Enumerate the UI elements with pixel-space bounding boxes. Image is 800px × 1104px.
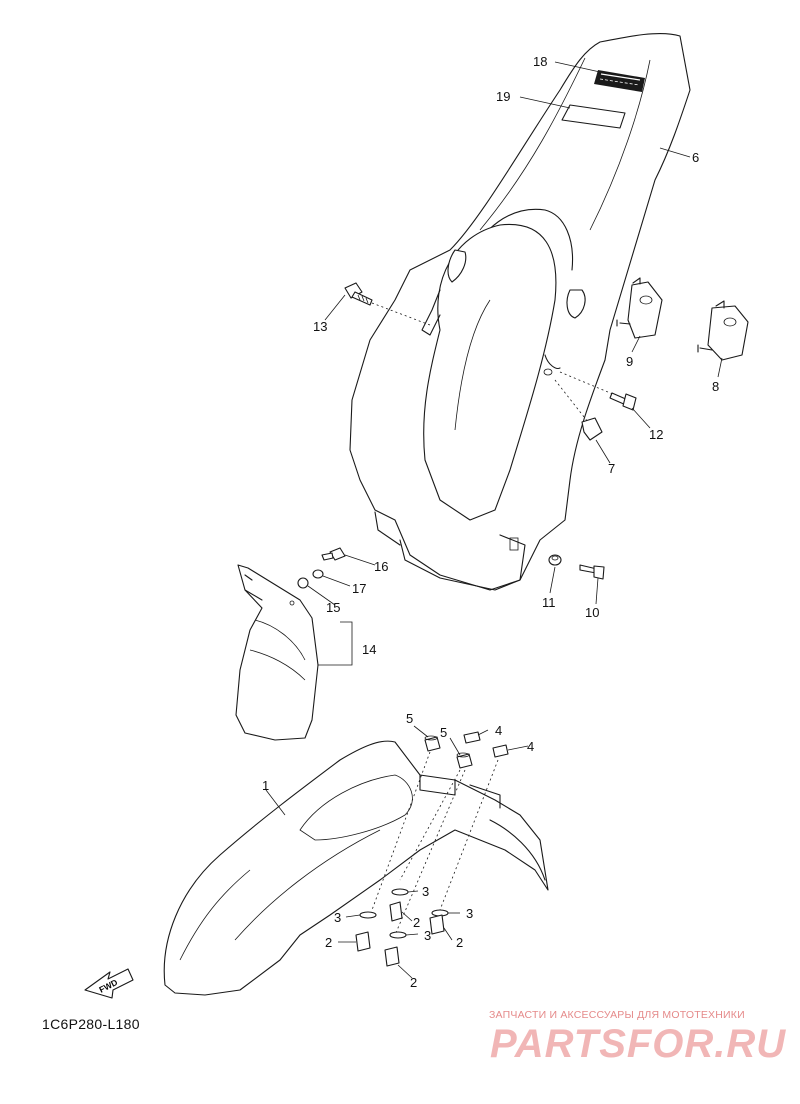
callout-8: 8	[712, 379, 719, 394]
leader-lines	[265, 61, 723, 979]
front-fender-part-1	[163, 740, 549, 996]
callout-2c: 2	[456, 935, 463, 950]
callout-5a: 5	[406, 711, 413, 726]
callout-18: 18	[533, 54, 547, 69]
callout-11: 11	[542, 595, 556, 610]
decal-part-18	[594, 70, 645, 92]
bolt-part-16	[321, 547, 346, 561]
callout-5b: 5	[440, 725, 447, 740]
callout-1: 1	[262, 778, 269, 793]
callout-13: 13	[313, 319, 327, 334]
clip-nut-part-7	[554, 379, 603, 441]
callout-2a: 2	[413, 915, 420, 930]
callout-6: 6	[692, 150, 699, 165]
callout-14: 14	[362, 642, 376, 657]
collar-part-15	[297, 577, 309, 589]
callout-3a: 3	[422, 884, 429, 899]
mud-guard-part-14	[235, 564, 319, 741]
washer-part-3-group	[359, 888, 449, 939]
watermark-tagline: ЗАПЧАСТИ И АКСЕССУАРЫ ДЛЯ МОТОТЕХНИКИ	[489, 1009, 745, 1021]
bolt-part-10	[579, 564, 605, 580]
bracket-part-8	[697, 300, 749, 361]
callout-17: 17	[352, 581, 366, 596]
bolt-part-12	[559, 371, 637, 411]
callout-10: 10	[585, 605, 599, 620]
callout-16: 16	[374, 559, 388, 574]
callout-4a: 4	[495, 723, 502, 738]
callout-7: 7	[608, 461, 615, 476]
callout-3c: 3	[466, 906, 473, 921]
callout-2b: 2	[325, 935, 332, 950]
callout-numbers: 1 2 2 2 2 3 3 3 3 4 4 5 5 6 7 8 9 10 11 …	[262, 54, 719, 990]
bolt-part-4a	[463, 731, 481, 744]
rear-fender-part-6	[349, 32, 691, 591]
collar-part-11	[548, 554, 562, 566]
watermark-logo: PARTSFOR.RU	[490, 1022, 787, 1066]
collar-part-5a	[424, 735, 441, 752]
callout-19: 19	[496, 89, 510, 104]
callout-2d: 2	[410, 975, 417, 990]
callout-4b: 4	[527, 739, 534, 754]
bolt-part-13	[344, 282, 431, 326]
bracket-part-9	[616, 277, 663, 339]
bolt-part-4b	[492, 744, 509, 758]
forward-arrow-icon: FWD	[84, 968, 134, 999]
callout-9: 9	[626, 354, 633, 369]
callout-12: 12	[649, 427, 663, 442]
callout-3d: 3	[424, 928, 431, 943]
collar-part-5b	[456, 752, 473, 769]
callout-3b: 3	[334, 910, 341, 925]
washer-part-17	[312, 569, 324, 579]
bolt-part-2-group	[355, 901, 445, 967]
label-part-19	[561, 104, 626, 129]
drawing-code: 1C6P280-L180	[42, 1016, 140, 1032]
callout-15: 15	[326, 600, 340, 615]
